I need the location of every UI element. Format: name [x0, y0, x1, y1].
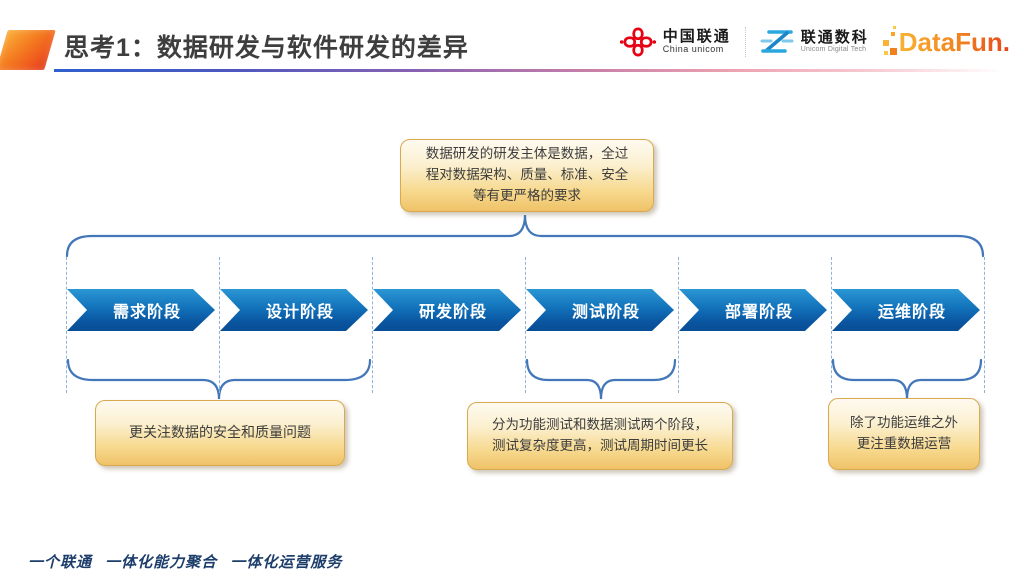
- logo-separator: [744, 27, 746, 57]
- brace-bottom-3: [831, 358, 983, 400]
- callout-top-text: 数据研发的研发主体是数据，全过程对数据架构、质量、标准、安全等有更严格的要求: [425, 146, 629, 203]
- stage-label: 运维阶段: [877, 304, 946, 321]
- stage-label: 测试阶段: [571, 304, 640, 321]
- callout-top: 数据研发的研发主体是数据，全过程对数据架构、质量、标准、安全等有更严格的要求: [400, 139, 654, 212]
- unicom-digital-logo-text: 联通数科 Unicom Digital Tech: [800, 28, 869, 54]
- stage-arrow-testing: 测试阶段: [526, 289, 674, 331]
- stage-separator: [66, 257, 67, 393]
- datafun-pixel-icon: [882, 25, 899, 59]
- stage-label: 部署阶段: [724, 304, 793, 321]
- datafun-wordmark: DataFun.: [898, 26, 1010, 57]
- china-unicom-logo: 中国联通 China unicom: [619, 24, 731, 60]
- brace-bottom-1: [66, 358, 372, 400]
- unicom-digital-z-icon: [760, 30, 794, 53]
- accent-parallelogram-icon: [0, 30, 56, 70]
- china-unicom-cn: 中国联通: [662, 27, 731, 45]
- china-unicom-logo-text: 中国联通 China unicom: [662, 27, 731, 55]
- stage-separator: [678, 257, 679, 393]
- unicom-digital-logo: 联通数科 Unicom Digital Tech: [760, 27, 869, 57]
- stage-separator: [831, 257, 832, 393]
- callout-bottom-1: 更关注数据的安全和质量问题: [95, 400, 345, 466]
- callout-bottom-3-text: 除了功能运维之外 更注重数据运营: [850, 415, 958, 451]
- header-underline: [54, 69, 1024, 72]
- stage-label: 研发阶段: [418, 304, 487, 321]
- unicom-digital-en: Unicom Digital Tech: [800, 46, 867, 54]
- logo-bar: 中国联通 China unicom 联通数科 Unicom Digital Te…: [619, 20, 1010, 64]
- callout-bottom-1-text: 更关注数据的安全和质量问题: [129, 424, 311, 441]
- stage-separator: [372, 257, 373, 393]
- stage-arrow-design: 设计阶段: [220, 289, 368, 331]
- stage-separator: [219, 257, 220, 393]
- stage-arrow-operations: 运维阶段: [832, 289, 980, 331]
- stage-arrow-development: 研发阶段: [373, 289, 521, 331]
- stage-arrow-deployment: 部署阶段: [679, 289, 827, 331]
- callout-bottom-2-text: 分为功能测试和数据测试两个阶段，测试复杂度更高，测试周期时间更长: [492, 417, 708, 453]
- footer-slogan: 一个联通 一体化能力聚合 一体化运营服务: [28, 554, 343, 571]
- callout-bottom-3: 除了功能运维之外 更注重数据运营: [828, 398, 980, 470]
- page-title: 思考1：数据研发与软件研发的差异: [64, 34, 469, 62]
- stage-label: 需求阶段: [112, 304, 181, 321]
- china-unicom-en: China unicom: [662, 44, 724, 55]
- brace-top: [65, 214, 985, 258]
- callout-bottom-2: 分为功能测试和数据测试两个阶段，测试复杂度更高，测试周期时间更长: [467, 402, 733, 470]
- datafun-logo: DataFun.: [882, 25, 1010, 59]
- china-unicom-knot-icon: [619, 27, 656, 57]
- stage-arrow-requirements: 需求阶段: [67, 289, 215, 331]
- stage-separator: [525, 257, 526, 393]
- stage-label: 设计阶段: [265, 304, 334, 321]
- unicom-digital-cn: 联通数科: [800, 28, 869, 46]
- stage-separator: [984, 257, 985, 393]
- brace-bottom-2: [525, 358, 677, 400]
